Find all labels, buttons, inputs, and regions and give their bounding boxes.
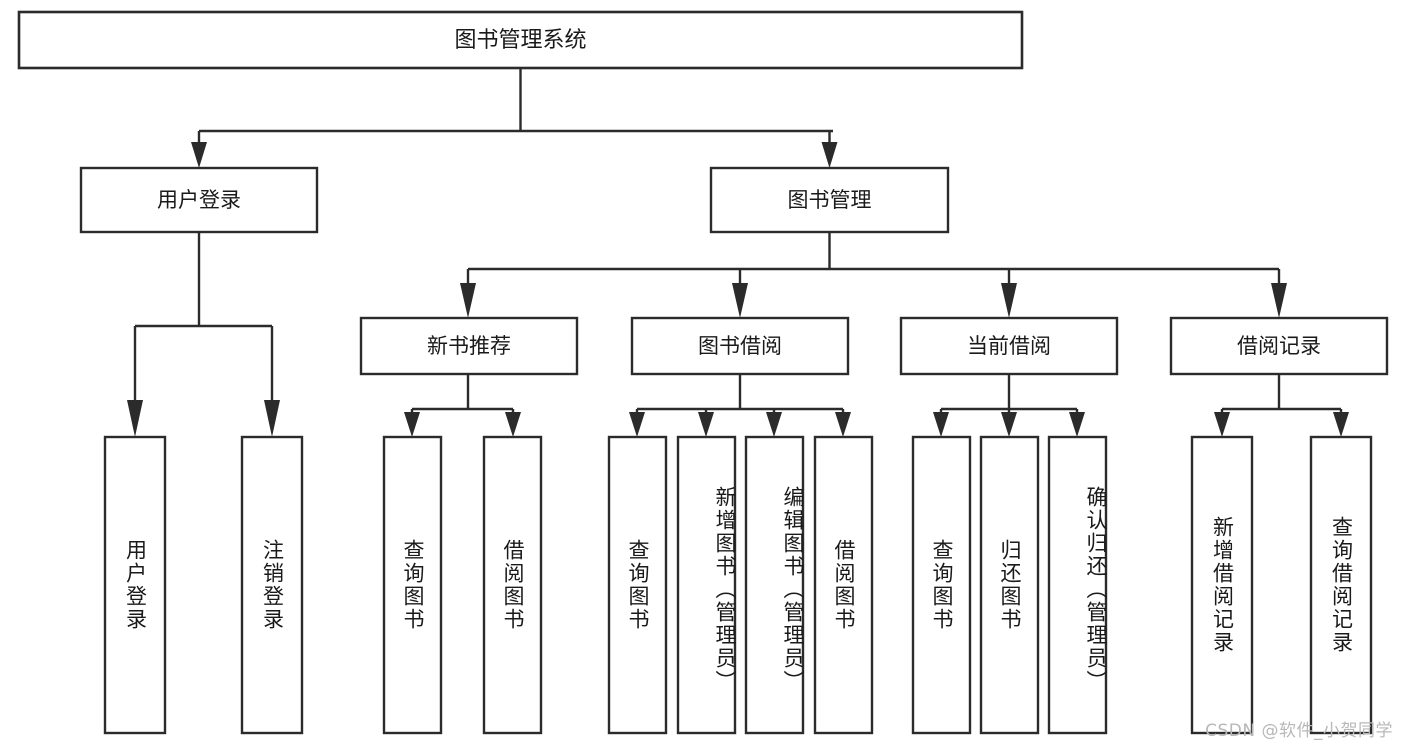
leaf-box-query-book-2[interactable] (607, 435, 668, 735)
arrow-head-book-borrow (732, 283, 748, 318)
node-user-login[interactable]: 用户登录 (79, 166, 319, 234)
node-book-borrow-box[interactable] (630, 316, 850, 376)
arrow-head-current-leaf-3 (1069, 412, 1085, 437)
arrow-head-user-login (191, 142, 207, 168)
arrow-head-newbook-leaf-2 (505, 412, 521, 437)
leaf-box-query-book-3[interactable] (911, 435, 972, 735)
node-borrow-record-box[interactable] (1169, 316, 1389, 376)
node-borrow-record[interactable]: 借阅记录 (1169, 316, 1389, 376)
arrow-head-record-leaf-1 (1214, 412, 1230, 437)
arrow-head-borrow-leaf-3 (766, 412, 782, 437)
leaf-box-edit-book-admin[interactable] (744, 435, 805, 735)
node-book-borrow-label: 图书借阅 (698, 334, 782, 358)
node-current-borrow[interactable]: 当前借阅 (899, 316, 1119, 376)
node-root[interactable]: 图书管理系统 (17, 10, 1024, 70)
leaf-box-borrow-book-2[interactable] (813, 435, 874, 735)
node-new-book-recommend-label: 新书推荐 (427, 334, 511, 358)
leaf-box-layer (103, 435, 1373, 735)
node-root-label: 图书管理系统 (454, 28, 586, 53)
arrow-head-current-leaf-1 (933, 412, 949, 437)
leaf-box-confirm-return-admin[interactable] (1047, 435, 1108, 735)
arrow-head-borrow-leaf-1 (629, 412, 645, 437)
connector-layer (127, 68, 1349, 437)
node-root-box[interactable] (17, 10, 1024, 70)
leaf-box-add-borrow-record[interactable] (1190, 435, 1254, 735)
node-book-management-box[interactable] (709, 166, 950, 234)
arrow-head-record-leaf-2 (1333, 412, 1349, 437)
arrow-head-leaf-logout (264, 400, 280, 437)
arrow-head-borrow-leaf-4 (835, 412, 851, 437)
node-current-borrow-box[interactable] (899, 316, 1119, 376)
arrow-head-borrow-leaf-2 (698, 412, 714, 437)
arrow-head-newbook-leaf-1 (404, 412, 420, 437)
leaf-box-borrow-book-1[interactable] (482, 435, 543, 735)
node-borrow-record-label: 借阅记录 (1237, 334, 1321, 358)
arrow-head-leaf-user-login (127, 400, 143, 437)
leaf-box-query-book-1[interactable] (382, 435, 443, 735)
node-book-management[interactable]: 图书管理 (709, 166, 950, 234)
node-book-management-label: 图书管理 (788, 188, 872, 212)
node-user-login-box[interactable] (79, 166, 319, 234)
leaf-box-add-book-admin[interactable] (676, 435, 737, 735)
arrow-head-current-borrow (1001, 283, 1017, 318)
leaf-box-return-book[interactable] (979, 435, 1040, 735)
watermark-text: CSDN @软件_小贺同学 (1205, 721, 1393, 741)
arrow-head-borrow-record (1271, 283, 1287, 318)
node-new-book-recommend[interactable]: 新书推荐 (359, 316, 579, 376)
node-book-borrow[interactable]: 图书借阅 (630, 316, 850, 376)
leaf-box-query-borrow-record[interactable] (1309, 435, 1373, 735)
leaf-box-logout[interactable] (240, 435, 304, 735)
arrow-head-current-leaf-2 (1001, 412, 1017, 437)
node-user-login-label: 用户登录 (157, 188, 241, 212)
leaf-box-user-login[interactable] (103, 435, 167, 735)
node-current-borrow-label: 当前借阅 (967, 334, 1051, 358)
arrow-head-new-book-rec (460, 283, 476, 318)
arrow-head-book-mgmt (821, 142, 838, 168)
node-new-book-recommend-box[interactable] (359, 316, 579, 376)
